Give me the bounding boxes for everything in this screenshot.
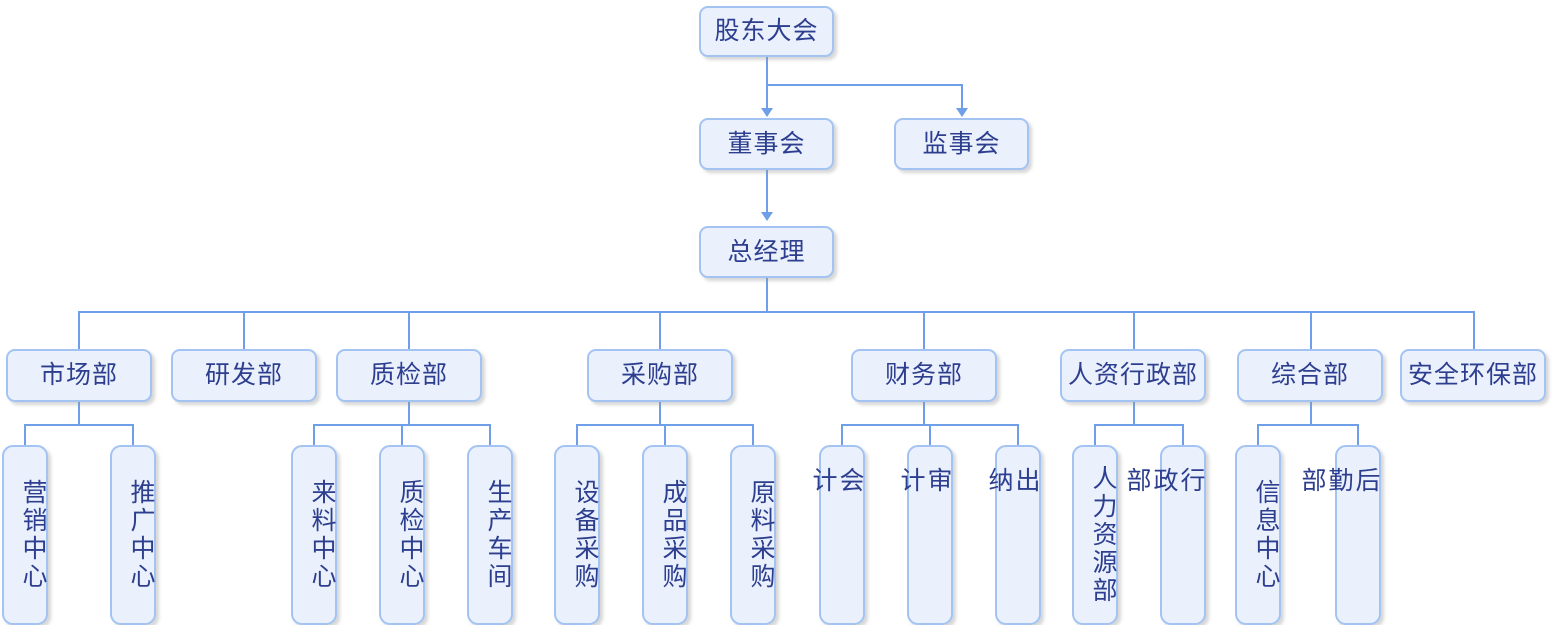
node-label: 审计 [897,467,951,495]
connector-shareholders-down [766,57,768,85]
connector-drop-finance [923,311,925,349]
connector-general-bus [1257,424,1358,426]
node-board-of-supervisors[interactable]: 监事会 [894,118,1029,170]
node-promotion-center[interactable]: 推广中心 [110,445,156,625]
node-quality-dept[interactable]: 质检部 [336,349,482,402]
connector-marketing-child-1 [24,424,26,446]
connector-marketing-down [78,402,80,425]
connector-to-board-supervisors [961,84,963,110]
connector-quality-child-2 [401,424,403,446]
arrow-to-board-supervisors [956,108,968,117]
node-label: 安全环保部 [1407,362,1538,389]
node-label: 采购部 [620,362,699,389]
node-general-affairs-dept[interactable]: 综合部 [1237,349,1383,402]
node-administration-dept[interactable]: 行政部 [1123,445,1206,625]
node-shareholders-meeting[interactable]: 股东大会 [699,6,834,57]
connector-to-board-directors [766,84,768,110]
node-label: 质检部 [369,362,448,389]
connector-quality-child-1 [313,424,315,446]
node-board-of-directors[interactable]: 董事会 [699,118,834,170]
connector-procurement-child-3 [752,424,754,446]
node-general-manager[interactable]: 总经理 [699,226,834,278]
connector-drop-procurement [659,311,661,349]
node-information-center[interactable]: 信息中心 [1235,445,1281,625]
node-label: 财务部 [884,362,963,389]
node-label: 研发部 [204,362,283,389]
node-label: 生产车间 [484,479,511,591]
node-marketing-dept[interactable]: 市场部 [6,349,152,402]
node-label: 人资行政部 [1067,362,1198,389]
connector-procurement-child-1 [576,424,578,446]
connector-drop-general [1310,311,1312,349]
node-sales-center[interactable]: 营销中心 [2,445,48,625]
connector-drop-quality [408,311,410,349]
node-label: 总经理 [727,238,806,266]
connector-hradmin-child-1 [1094,424,1096,446]
node-raw-material-purchasing[interactable]: 原料采购 [730,445,776,625]
node-label: 设备采购 [571,479,598,591]
node-production-workshop[interactable]: 生产车间 [467,445,513,625]
connector-drop-rnd [243,311,245,349]
node-quality-center[interactable]: 质检中心 [379,445,425,625]
node-label: 营销中心 [19,479,46,591]
connector-directors-to-gm [766,170,768,215]
connector-procurement-child-2 [664,424,666,446]
connector-quality-child-3 [489,424,491,446]
node-cashier[interactable]: 出纳 [985,445,1041,625]
node-finished-goods-purchasing[interactable]: 成品采购 [642,445,688,625]
node-label: 市场部 [39,362,118,389]
connector-quality-down [408,402,410,425]
node-accounting[interactable]: 会计 [809,445,865,625]
node-auditing[interactable]: 审计 [897,445,953,625]
node-label: 成品采购 [659,479,686,591]
connector-finance-child-3 [1017,424,1019,446]
node-procurement-dept[interactable]: 采购部 [587,349,733,402]
node-incoming-material-center[interactable]: 来料中心 [291,445,337,625]
node-logistics-dept[interactable]: 后勤部 [1298,445,1381,625]
connector-general-child-2 [1357,424,1359,446]
node-safety-env-dept[interactable]: 安全环保部 [1400,349,1546,402]
node-label: 行政部 [1123,467,1204,495]
connector-finance-down [923,402,925,425]
connector-finance-child-1 [841,424,843,446]
node-label: 质检中心 [396,479,423,591]
connector-finance-child-2 [929,424,931,446]
arrow-to-gm [761,212,773,221]
connector-drop-hradmin [1133,311,1135,349]
node-hr-admin-dept[interactable]: 人资行政部 [1060,349,1206,402]
node-label: 股东大会 [714,18,819,45]
node-rnd-dept[interactable]: 研发部 [171,349,317,402]
connector-gm-down [766,278,768,312]
connector-dept-bus [78,311,1475,313]
node-label: 综合部 [1270,362,1349,389]
node-human-resources-dept[interactable]: 人力资源部 [1072,445,1118,625]
connector-marketing-bus [24,424,134,426]
connector-hradmin-bus [1094,424,1183,426]
connector-drop-safety [1473,311,1475,349]
node-label: 推广中心 [127,479,154,591]
node-label: 来料中心 [308,479,335,591]
node-equipment-purchasing[interactable]: 设备采购 [554,445,600,625]
arrow-to-board-directors [761,108,773,117]
connector-marketing-child-2 [132,424,134,446]
node-label: 监事会 [922,130,1001,158]
node-label: 后勤部 [1298,467,1379,495]
connector-hradmin-child-2 [1182,424,1184,446]
node-label: 会计 [809,467,863,495]
connector-procurement-down [659,402,661,425]
node-label: 人力资源部 [1089,465,1116,605]
node-label: 原料采购 [747,479,774,591]
node-label: 信息中心 [1252,479,1279,591]
node-label: 出纳 [985,467,1039,495]
connector-general-down [1310,402,1312,425]
node-finance-dept[interactable]: 财务部 [851,349,997,402]
connector-shareholders-branch [766,84,962,86]
node-label: 董事会 [727,130,806,158]
connector-general-child-1 [1257,424,1259,446]
connector-drop-marketing [78,311,80,349]
connector-hradmin-down [1133,402,1135,425]
